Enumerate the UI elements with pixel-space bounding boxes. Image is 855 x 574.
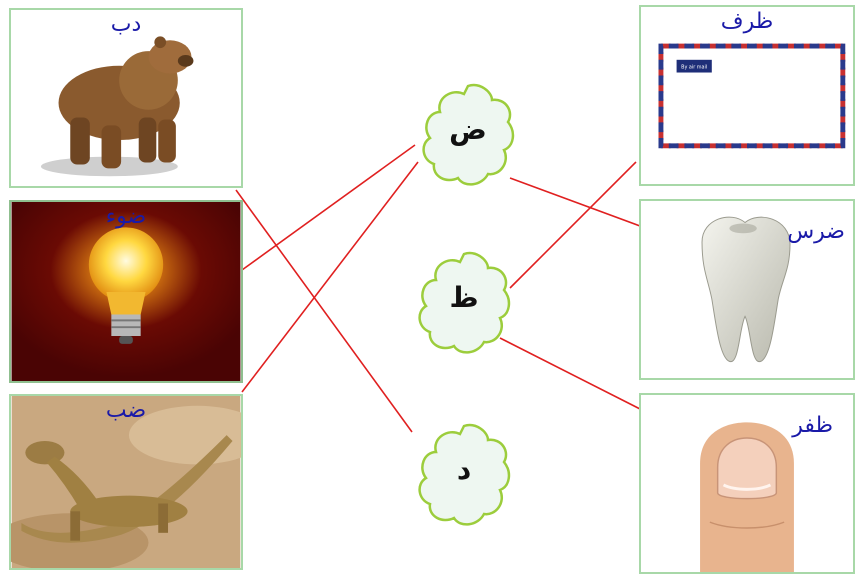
letter-label: ظ [449, 281, 479, 314]
word-label: ظفر [792, 413, 833, 438]
match-line [499, 337, 643, 411]
envelope-tag: By air mail [681, 65, 707, 71]
fingernail-card[interactable]: ظفر [639, 393, 855, 574]
bear-card[interactable]: دب [9, 8, 243, 188]
word-label: ضرس [787, 219, 845, 244]
letter-label: ض [449, 113, 487, 146]
cloud-shape [422, 83, 515, 186]
tooth-card[interactable]: ضرس [639, 199, 855, 380]
word-label: ضب [105, 398, 147, 423]
match-line [241, 161, 419, 393]
letter-cloud[interactable]: د [416, 420, 512, 530]
match-line [235, 189, 413, 433]
envelope-card[interactable]: By air mail ظرف [639, 5, 855, 186]
fingernail-image [700, 422, 794, 572]
lizard-image [11, 396, 241, 568]
light-bulb-card[interactable]: ضوء [9, 200, 243, 383]
bear-image [40, 36, 194, 177]
word-label: دب [110, 12, 142, 37]
match-line [509, 161, 637, 289]
match-line [241, 144, 416, 271]
letter-label: د [456, 453, 472, 486]
match-line [509, 177, 641, 227]
light-bulb-image [11, 202, 241, 381]
tooth-image [701, 216, 791, 362]
word-label: ضوء [105, 204, 147, 229]
lizard-card[interactable]: ضب [9, 394, 243, 570]
letter-cloud[interactable]: ض [420, 80, 516, 190]
envelope-image: By air mail [658, 43, 846, 149]
cloud-shape [418, 251, 511, 354]
letter-cloud[interactable]: ظ [416, 248, 512, 358]
cloud-shape [418, 423, 511, 526]
word-label: ظرف [720, 9, 774, 34]
